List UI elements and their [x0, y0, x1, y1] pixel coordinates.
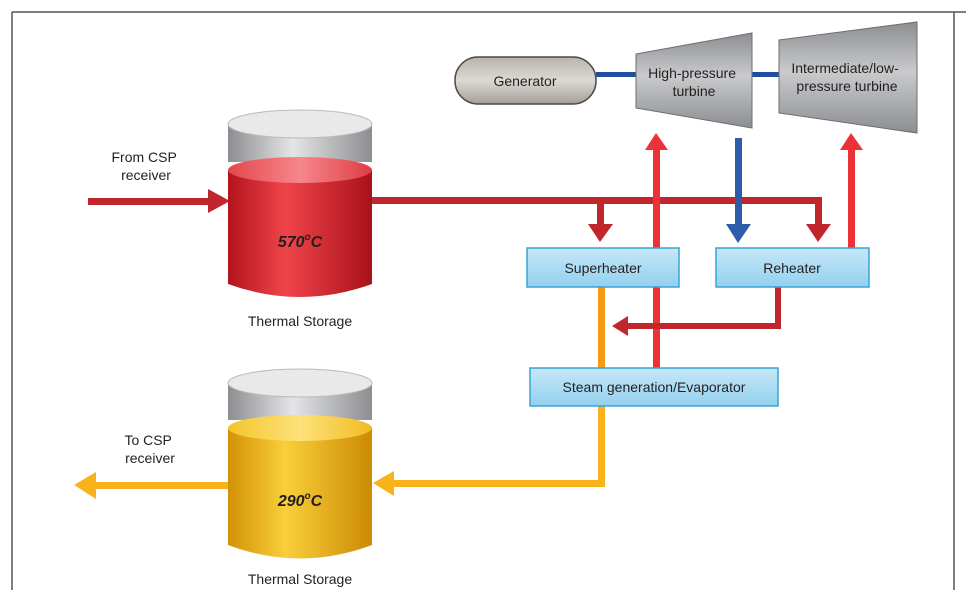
generator: [454, 56, 597, 105]
turbine-shaft: [752, 72, 780, 77]
reheater-return-line: [612, 287, 781, 336]
hot-salt-line: [370, 197, 831, 242]
ilp-turbine-label: Intermediate/low- pressure turbine: [791, 60, 902, 94]
evaporator: [529, 367, 779, 407]
superheater-evaporator-line: [598, 287, 605, 369]
to-receiver-label: To CSP receiver: [124, 432, 175, 466]
cold-tank-caption: Thermal Storage: [248, 571, 352, 587]
from-receiver-label: From CSP receiver: [112, 149, 181, 183]
hp-exhaust-arrow: [726, 138, 751, 243]
superheater-label: Superheater: [564, 260, 641, 276]
hp-turbine-label: High-pressure turbine: [648, 65, 740, 99]
superheater: [526, 247, 680, 288]
hot-tank-temperature: 570oC: [278, 232, 323, 251]
from-receiver-arrow: [88, 189, 230, 213]
reheater-label: Reheater: [763, 260, 821, 276]
reheater: [715, 247, 870, 288]
generator-label: Generator: [493, 73, 556, 89]
cold-storage-tank: [227, 368, 373, 559]
ilp-turbine: [778, 21, 918, 134]
evaporator-label: Steam generation/Evaporator: [563, 379, 746, 395]
cold-tank-temperature: 290oC: [277, 491, 323, 510]
cold-return-line: [373, 406, 605, 496]
hot-storage-tank: [227, 109, 373, 297]
hp-turbine: [635, 32, 753, 129]
generator-shaft: [596, 72, 638, 77]
steam-to-ilp-arrow: [840, 133, 863, 248]
to-receiver-arrow: [74, 472, 228, 499]
hot-tank-caption: Thermal Storage: [248, 313, 352, 329]
